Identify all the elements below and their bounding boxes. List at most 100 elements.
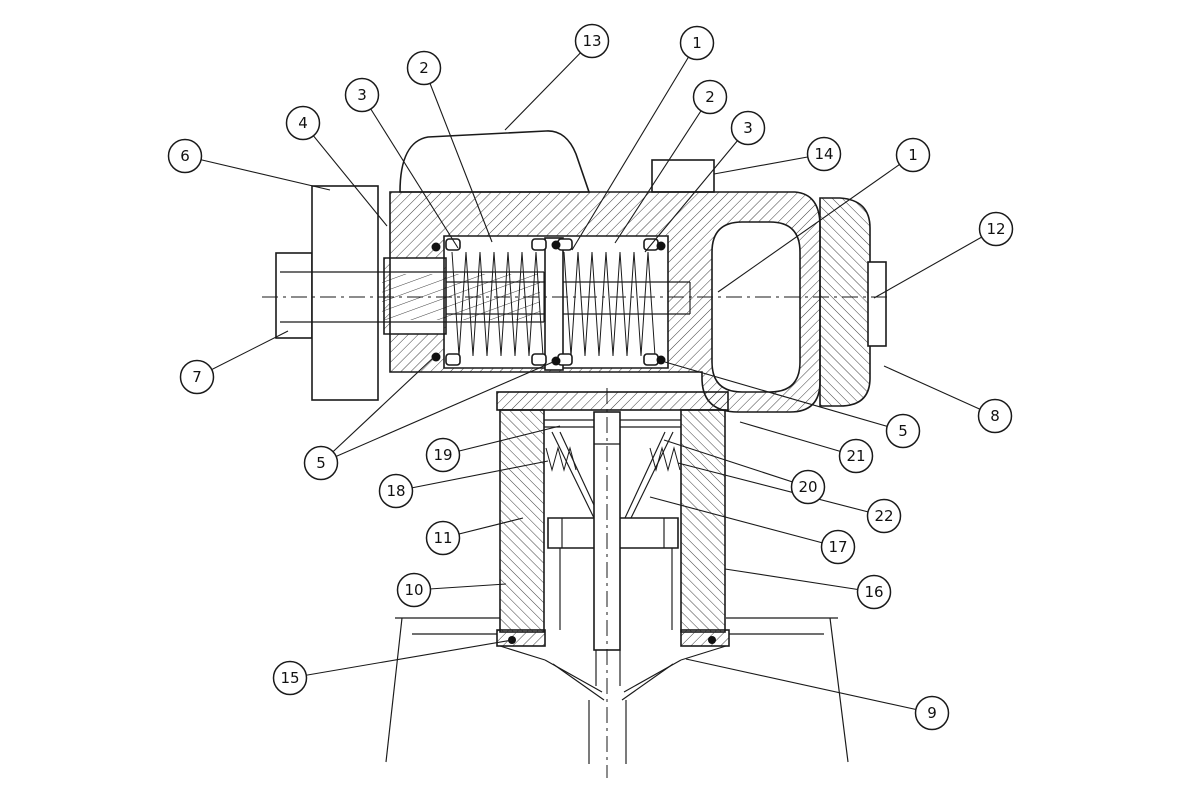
leader-line-6 — [184, 155, 331, 191]
callout-19: 19 — [425, 437, 461, 473]
callout-17: 17 — [820, 529, 856, 565]
centerlines — [262, 296, 890, 778]
callout-circle — [806, 136, 842, 172]
callout-1: 1 — [679, 25, 715, 61]
callout-3: 3 — [344, 77, 380, 113]
callout-circle — [425, 520, 461, 556]
callout-8: 8 — [977, 398, 1013, 434]
callout-label: 16 — [864, 583, 883, 601]
leader-line-9 — [685, 658, 933, 714]
callout-circle — [977, 398, 1013, 434]
callout-label: 2 — [705, 88, 715, 106]
callout-circle — [856, 574, 892, 610]
callout-circle — [344, 77, 380, 113]
callout-circle — [303, 445, 339, 481]
callout-5: 5 — [303, 445, 339, 481]
callout-4: 4 — [285, 105, 321, 141]
callout-circle — [406, 50, 442, 86]
top-boss — [651, 159, 715, 193]
callout-2: 2 — [692, 79, 728, 115]
callout-label: 7 — [192, 368, 202, 386]
spring-seats — [445, 238, 659, 366]
callout-label: 4 — [298, 114, 308, 132]
leader-line-3 — [644, 127, 749, 253]
callout-label: 17 — [828, 538, 847, 556]
callout-22: 22 — [866, 498, 902, 534]
callout-circle — [692, 79, 728, 115]
inner-valve-details — [544, 411, 681, 686]
callout-circle — [574, 23, 610, 59]
callout-label: 12 — [986, 220, 1005, 238]
callout-13: 13 — [574, 23, 610, 59]
callout-circle — [378, 473, 414, 509]
leader-line-16 — [724, 568, 875, 593]
callout-1: 1 — [895, 137, 931, 173]
leader-line-13 — [504, 40, 593, 131]
spring-right — [563, 251, 656, 357]
callout-circle — [167, 138, 203, 174]
callout-20: 20 — [790, 469, 826, 505]
callout-circle — [396, 572, 432, 608]
housing-body — [383, 191, 821, 413]
bonnet-plate — [496, 391, 729, 411]
callout-label: 14 — [814, 145, 833, 163]
leader-line-8 — [883, 365, 996, 417]
callout-circle — [179, 359, 215, 395]
callout-label: 2 — [419, 59, 429, 77]
callout-label: 20 — [798, 478, 817, 496]
callout-label: 22 — [874, 507, 893, 525]
leader-line-5 — [664, 361, 904, 432]
callout-circle — [838, 438, 874, 474]
left-end-block — [275, 252, 313, 339]
callout-circle — [895, 137, 931, 173]
bottom-flange — [385, 617, 849, 764]
callout-circle — [978, 211, 1014, 247]
callout-circle — [885, 413, 921, 449]
callout-21: 21 — [838, 438, 874, 474]
callout-circle — [914, 695, 950, 731]
callout-label: 18 — [386, 482, 405, 500]
cylinder-left-wall — [499, 409, 545, 633]
spring-divider — [544, 237, 564, 371]
callout-label: 1 — [692, 34, 702, 52]
callout-10: 10 — [396, 572, 432, 608]
callout-label: 21 — [846, 447, 865, 465]
callout-label: 1 — [908, 146, 918, 164]
callout-label: 11 — [433, 529, 452, 547]
leader-line-2 — [614, 96, 711, 244]
leader-line-21 — [739, 421, 857, 457]
leader-line-5 — [320, 361, 554, 464]
cylinder-right-wall — [680, 409, 726, 633]
callout-2: 2 — [406, 50, 442, 86]
leader-line-1 — [571, 42, 698, 251]
callout-label: 6 — [180, 147, 190, 165]
callout-15: 15 — [272, 660, 308, 696]
leader-line-15 — [289, 639, 513, 679]
callout-16: 16 — [856, 574, 892, 610]
callout-circle — [425, 437, 461, 473]
callout-circle — [285, 105, 321, 141]
leader-line-2 — [423, 67, 493, 243]
callout-circle — [679, 25, 715, 61]
callout-11: 11 — [425, 520, 461, 556]
leader-line-4 — [302, 122, 388, 227]
callout-label: 5 — [316, 454, 326, 472]
leader-line-3 — [361, 94, 459, 249]
spring-left — [451, 251, 544, 357]
callout-label: 3 — [743, 119, 753, 137]
callout-circle — [272, 660, 308, 696]
callout-label: 19 — [433, 446, 452, 464]
leader-line-1 — [717, 154, 914, 293]
leader-line-17 — [649, 496, 839, 548]
callout-circle — [730, 110, 766, 146]
leader-line-22 — [677, 462, 885, 517]
leader-line-14 — [713, 153, 825, 175]
callout-label: 3 — [357, 86, 367, 104]
callout-12: 12 — [978, 211, 1014, 247]
callout-5: 5 — [885, 413, 921, 449]
top-cover — [399, 130, 591, 193]
leader-line-12 — [873, 228, 997, 299]
